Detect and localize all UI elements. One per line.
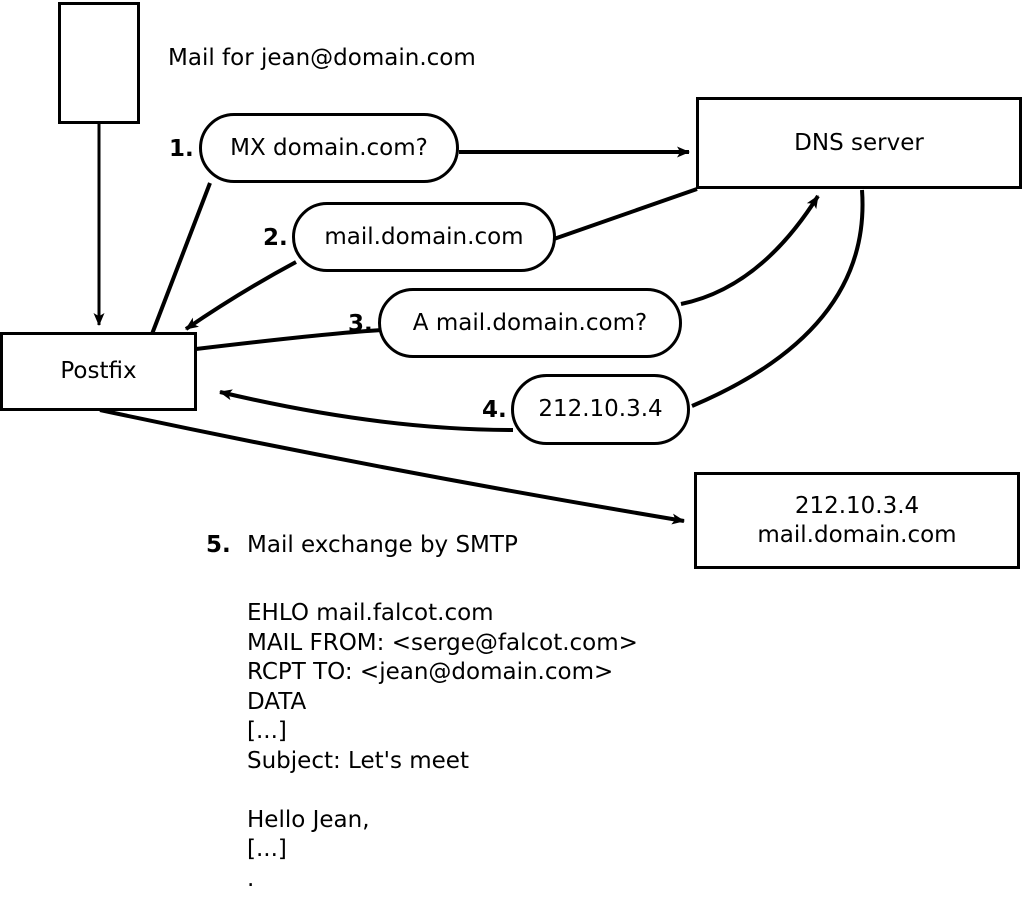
step-2-label: mail.domain.com <box>324 223 524 250</box>
connector-postfix-to-step1 <box>150 182 212 335</box>
connector-postfix-to-remote-mx <box>99 408 685 525</box>
smtp-line: Hello Jean, <box>247 806 370 833</box>
step-2-pill: mail.domain.com <box>292 202 556 272</box>
step-1-label: MX domain.com? <box>230 134 428 161</box>
smtp-line: RCPT TO: <jean@domain.com> <box>247 659 614 686</box>
step-3-pill: A mail.domain.com? <box>378 288 682 358</box>
postfix-node: Postfix <box>0 332 197 411</box>
step-5-label: Mail exchange by SMTP <box>247 532 518 558</box>
step-1-pill: MX domain.com? <box>199 113 459 183</box>
smtp-line <box>247 776 638 806</box>
remote-mx-ip: 212.10.3.4 <box>794 493 920 520</box>
mail-for-note: Mail for jean@domain.com <box>168 45 476 71</box>
connector-dns-to-step2 <box>550 187 698 242</box>
smtp-line: [...] <box>247 836 287 863</box>
dns-server-node: DNS server <box>696 97 1022 189</box>
step-1-number: 1. <box>169 136 194 162</box>
step-3-number: 3. <box>348 311 373 337</box>
sender-box <box>58 2 140 124</box>
dns-server-label: DNS server <box>794 129 924 156</box>
connector-step4-to-postfix <box>219 389 514 432</box>
smtp-line: DATA <box>247 688 307 715</box>
step-4-pill: 212.10.3.4 <box>511 374 690 445</box>
smtp-line: [...] <box>247 718 287 745</box>
connector-step2-to-postfix <box>184 260 297 331</box>
step-4-label: 212.10.3.4 <box>538 396 663 423</box>
remote-mx-hostname: mail.domain.com <box>757 521 957 548</box>
smtp-line: MAIL FROM: <serge@falcot.com> <box>247 629 638 656</box>
remote-mx-node: 212.10.3.4 mail.domain.com <box>694 472 1020 569</box>
step-2-number: 2. <box>263 225 288 251</box>
smtp-line: Subject: Let's meet <box>247 747 469 774</box>
step-3-label: A mail.domain.com? <box>412 309 648 336</box>
step-4-number: 4. <box>482 397 507 423</box>
connector-dns-to-step4 <box>691 189 865 408</box>
step-5-number: 5. <box>206 532 231 558</box>
smtp-line: . <box>247 865 255 892</box>
connector-postfix-to-step3 <box>195 328 383 351</box>
postfix-label: Postfix <box>60 358 137 385</box>
connector-step3-to-dns <box>680 194 820 306</box>
smtp-line: EHLO mail.falcot.com <box>247 600 494 626</box>
